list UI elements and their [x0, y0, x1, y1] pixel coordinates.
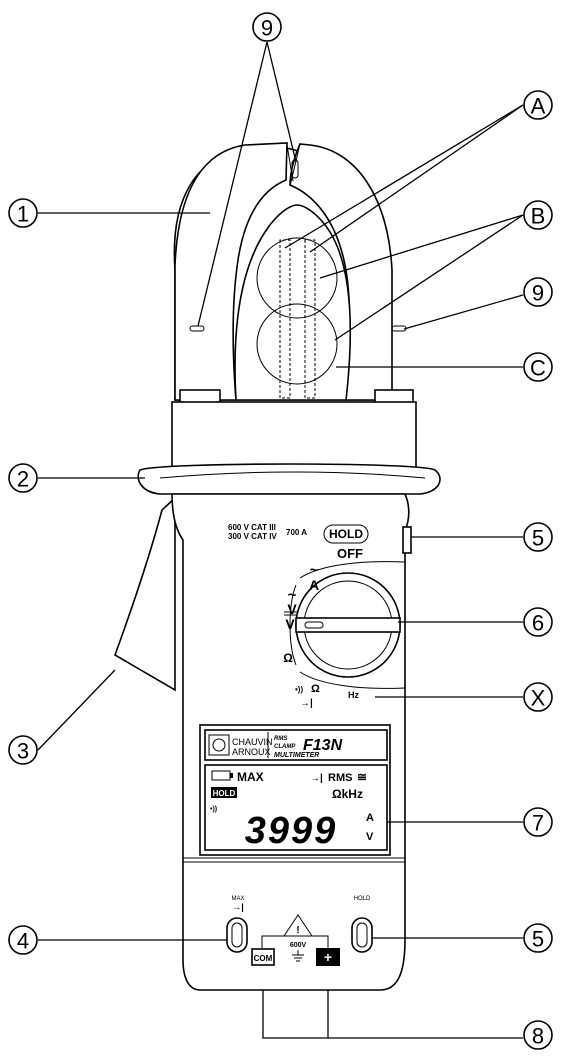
max-button-label: MAX [231, 896, 244, 902]
ac-amps-label: A [309, 577, 319, 593]
lcd-diode-icon: →| [310, 773, 323, 784]
off-label: OFF [337, 546, 363, 561]
callout-B: B [523, 200, 553, 230]
continuity-ohm-label: Ω [311, 683, 320, 695]
input-terminals: ! 600V COM + [251, 914, 340, 966]
callout-X: X [523, 682, 553, 712]
svg-text:8: 8 [532, 1024, 544, 1049]
svg-text:~: ~ [310, 562, 319, 579]
range-arc-top [299, 561, 406, 579]
brand-name-line1: CHAUVIN [232, 737, 273, 747]
callout-8: 8 [523, 1020, 553, 1050]
svg-text:A: A [531, 94, 546, 119]
svg-text:3: 3 [17, 739, 29, 764]
max-diode-icon: →| [232, 902, 244, 912]
clamp-jaws [173, 142, 414, 405]
svg-text:CLAMP: CLAMP [274, 744, 296, 750]
svg-text:700 A: 700 A [286, 528, 307, 537]
callout-5-bottom: 5 [523, 923, 553, 953]
conductor-lower [256, 303, 338, 385]
rating-label: 600 V CAT III 300 V CAT IV 700 A [228, 523, 307, 541]
range-arc-left [289, 584, 297, 666]
model-name: F13N [303, 737, 343, 754]
svg-text:5: 5 [532, 927, 544, 952]
com-terminal[interactable] [251, 948, 275, 966]
side-hold-button[interactable] [402, 526, 412, 554]
callout-9-top: 9 [252, 12, 282, 42]
hz-label: Hz [348, 690, 359, 700]
continuity-icon: •)) [295, 685, 303, 694]
lcd-max: MAX [237, 770, 264, 784]
conductor-upper [256, 237, 338, 319]
svg-text:X: X [531, 686, 546, 711]
svg-text:9: 9 [532, 281, 544, 306]
hold-label: HOLD [329, 527, 363, 541]
lcd-screen [204, 764, 388, 851]
hand-guard [137, 401, 441, 495]
callout-1: 1 [8, 198, 38, 228]
svg-text:9: 9 [261, 16, 273, 41]
diode-icon: →| [300, 698, 313, 709]
svg-text:2: 2 [17, 467, 29, 492]
callout-7: 7 [523, 807, 553, 837]
svg-text:5: 5 [532, 526, 544, 551]
lcd-reading: 3999 [245, 810, 338, 852]
svg-text:7: 7 [532, 811, 544, 836]
switch-labels: ~ A ~ V V Ω •)) Ω →| Hz [283, 562, 359, 709]
svg-text:C: C [530, 356, 546, 381]
lcd-unit-a: A [366, 812, 374, 824]
dc-volts-label: V [285, 616, 295, 632]
svg-text:B: B [531, 204, 546, 229]
callout-4: 4 [8, 925, 38, 955]
alignment-mark-right [304, 239, 316, 399]
lcd-acdc-icon: ≅ [357, 770, 367, 784]
plus-terminal[interactable] [316, 948, 340, 966]
lcd-ohm-khz: ΩkHz [332, 787, 363, 801]
jaw-trigger[interactable] [114, 496, 176, 692]
svg-text:4: 4 [17, 929, 29, 954]
warning-icon: ! [296, 925, 299, 936]
callout-A: A [523, 90, 553, 120]
callout-2: 2 [8, 463, 38, 493]
alignment-mark-left [279, 239, 291, 399]
hold-badge [323, 524, 369, 544]
svg-text:MULTIMETER: MULTIMETER [274, 752, 319, 759]
callout-6: 6 [523, 607, 553, 637]
svg-text:RMS: RMS [274, 736, 287, 742]
display-area: CHAUVIN ARNOUX RMS CLAMP F13N MULTIMETER… [199, 724, 391, 856]
jaw-marker-left [189, 325, 205, 332]
voltage-label: 600V [290, 942, 307, 949]
rotary-switch[interactable] [295, 572, 401, 678]
svg-text:300 V CAT IV: 300 V CAT IV [228, 532, 277, 541]
leader-lines [37, 41, 524, 1039]
max-button[interactable] [226, 917, 248, 953]
jaw-opening [234, 204, 352, 401]
svg-text:6: 6 [532, 611, 544, 636]
svg-text:1: 1 [17, 202, 29, 227]
lcd-continuity-icon: •)) [210, 806, 217, 813]
hold-button-label: HOLD [354, 896, 371, 902]
brand-logo-icon [208, 734, 230, 756]
com-label: COM [254, 954, 273, 963]
hold-button[interactable] [351, 917, 373, 953]
ac-volts-label: V [287, 601, 297, 617]
brand-name-line2: ARNOUX [232, 747, 271, 757]
plus-label: + [324, 949, 332, 965]
ohm-label: Ω [283, 651, 293, 665]
callout-3: 3 [8, 735, 38, 765]
callout-9-right: 9 [523, 277, 553, 307]
svg-text:~: ~ [288, 587, 297, 604]
lcd-unit-v: V [366, 831, 374, 843]
lcd-rms: RMS [328, 772, 352, 784]
callout-5-top: 5 [523, 522, 553, 552]
svg-text:600 V CAT III: 600 V CAT III [228, 523, 276, 532]
lcd-hold-badge [211, 787, 237, 798]
brand-panel [204, 729, 388, 761]
callout-C: C [523, 352, 553, 382]
range-arc-bottom [299, 671, 406, 689]
lcd-hold: HOLD [213, 789, 236, 798]
